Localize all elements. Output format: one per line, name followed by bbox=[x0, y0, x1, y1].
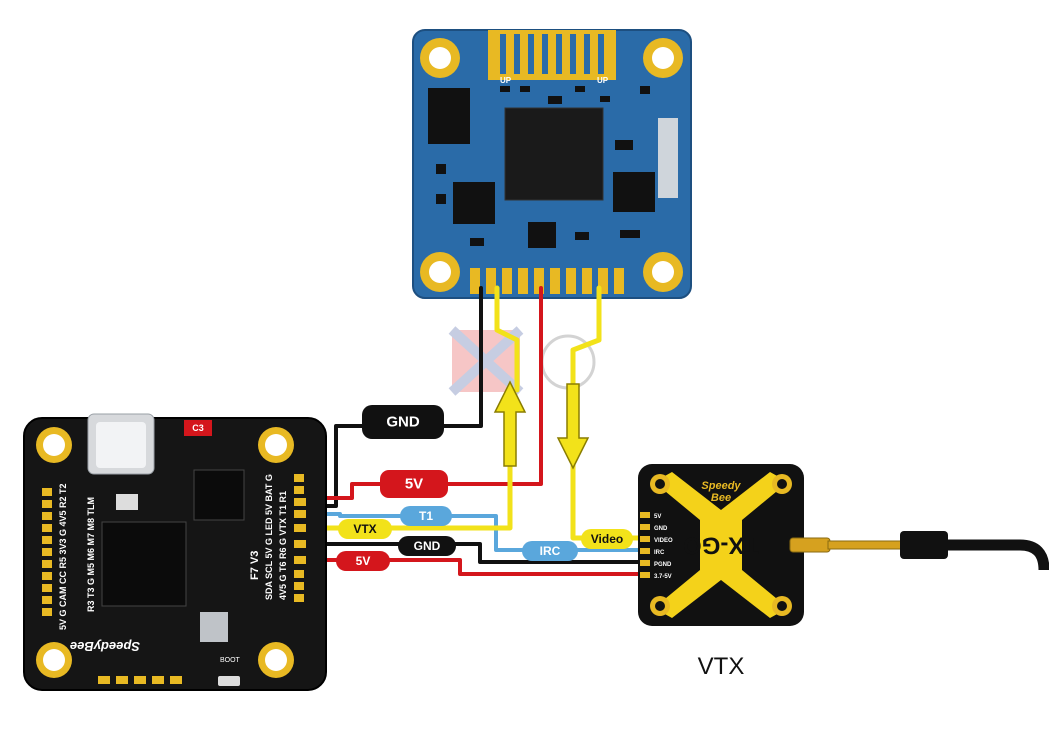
fc-right-pads bbox=[294, 474, 306, 602]
wire-5v-camera bbox=[306, 286, 543, 500]
wire-camera-yellow-b bbox=[570, 285, 602, 395]
vtx-pin-3v7-5v: 3.7-5V bbox=[654, 574, 672, 580]
flight-controller: C3 bbox=[23, 413, 327, 691]
vtx-pin-irc: IRC bbox=[654, 550, 665, 556]
fc-mount-hole-icon bbox=[36, 427, 294, 678]
svg-text:5V: 5V bbox=[356, 554, 371, 568]
fc-pads-left-text-2: R3 T3 G M5 M6 M7 M8 TLM bbox=[86, 497, 96, 612]
wire-video-vtx bbox=[570, 457, 641, 541]
svg-text:5V: 5V bbox=[405, 476, 423, 493]
label-5v-top: 5V bbox=[380, 470, 448, 498]
svg-text:GND: GND bbox=[386, 414, 420, 431]
vtx-model: TX-GO bbox=[683, 532, 759, 559]
arrow-up-icon bbox=[493, 380, 527, 467]
up-mark-left: UP bbox=[500, 76, 512, 85]
watermark bbox=[448, 326, 596, 396]
fc-model: F7 V3 bbox=[249, 551, 261, 580]
mount-hole-icon bbox=[420, 38, 683, 292]
fc-pads-right-text-2: 4V5 G T6 R6 G VTX T1 R1 bbox=[278, 491, 288, 600]
svg-text:VTX: VTX bbox=[353, 522, 376, 536]
vtx-pin-video: VIDEO bbox=[654, 538, 673, 544]
camera-board: UP UP bbox=[412, 29, 692, 299]
svg-text:T1: T1 bbox=[419, 509, 433, 523]
fc-brand: SpeedyBee bbox=[70, 639, 140, 654]
svg-text:IRC: IRC bbox=[540, 544, 561, 558]
label-irc: IRC bbox=[522, 541, 578, 561]
svg-text:GND: GND bbox=[414, 539, 441, 553]
up-mark-right: UP bbox=[597, 76, 609, 85]
fc-pads-left-text: 5V G CAM CC R5 3V3 G 4V5 R2 T2 bbox=[58, 483, 68, 630]
label-gnd-main: GND bbox=[362, 405, 444, 439]
wire-camera-yellow-a bbox=[494, 285, 520, 393]
label-video: Video bbox=[581, 529, 633, 549]
label-gnd-lower: GND bbox=[398, 536, 456, 556]
fc-pads-right-text: SDA SCL 5V G LED 5V BAT G bbox=[264, 474, 274, 600]
usb-c-connector-icon bbox=[87, 413, 155, 475]
camera-bottom-pads bbox=[470, 268, 624, 294]
vtx-board: Speedy Bee TX-GO 5V GND VIDEO IRC PGND 3… bbox=[638, 464, 804, 626]
vtx-caption: VTX bbox=[698, 653, 745, 680]
vtx-pin-gnd: GND bbox=[654, 526, 668, 532]
c3-label: C3 bbox=[192, 423, 204, 433]
vtx-pin-5v: 5V bbox=[654, 514, 661, 520]
wire-gnd-vtx bbox=[306, 542, 640, 564]
arrow-down-icon bbox=[556, 383, 590, 470]
vtx-brand-1: Speedy bbox=[701, 480, 741, 492]
label-vtx: VTX bbox=[338, 519, 392, 539]
vtx-brand-2: Bee bbox=[711, 492, 731, 504]
antenna-icon bbox=[789, 531, 1049, 571]
fc-boot: BOOT bbox=[220, 657, 241, 664]
label-5v-lower: 5V bbox=[336, 551, 390, 571]
svg-text:Video: Video bbox=[591, 532, 623, 546]
vtx-pin-pgnd: PGND bbox=[654, 562, 672, 568]
fc-left-pads bbox=[42, 488, 52, 616]
label-t1: T1 bbox=[400, 506, 452, 526]
